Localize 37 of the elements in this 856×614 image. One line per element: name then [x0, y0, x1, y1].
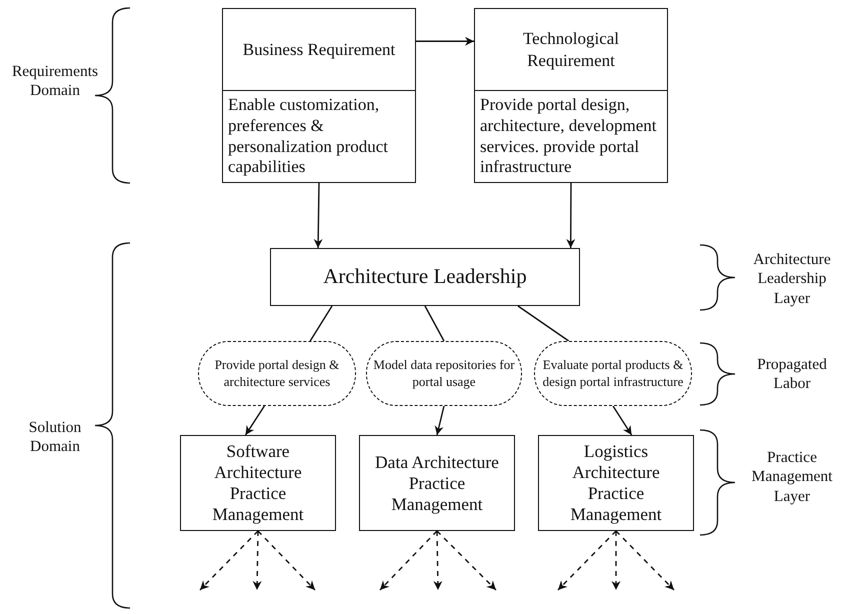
arrow: [258, 530, 316, 590]
box-description: Enable customization, preferences & personalization product capabilities: [227, 94, 390, 178]
arrow: [616, 530, 674, 590]
node-label: Data Architecture Practice Management: [374, 452, 500, 514]
box-description: Provide portal design, architecture, development services. provide portal infrastructure: [479, 94, 658, 178]
arrow: [380, 530, 438, 590]
arrow: [314, 183, 323, 248]
requirement-box: [222, 8, 416, 183]
arrow: [434, 406, 445, 436]
arrow: [244, 406, 265, 436]
requirement-box: [474, 8, 668, 183]
layer-label: Propagated Labor: [756, 355, 828, 394]
practice-box: [180, 435, 336, 531]
box-heading: Business Requirement: [223, 9, 415, 92]
arrow: [200, 530, 258, 590]
arrow: [612, 531, 620, 590]
layer-label: Requirements Domain: [10, 62, 100, 101]
node-label: Logistics Architecture Practice Management: [569, 441, 663, 525]
box-heading: Technological Requirement: [475, 9, 667, 92]
layer-label: Architecture Leadership Layer: [752, 250, 832, 308]
arrow: [558, 530, 616, 590]
arrow: [566, 183, 576, 248]
practice-box: [538, 435, 694, 531]
arrow: [436, 530, 496, 590]
arrow: [416, 36, 474, 46]
node-label: Software Architecture Practice Management: [211, 441, 305, 525]
node-label: Model data repositories for portal usage: [372, 357, 516, 390]
leadership-box: [270, 248, 580, 306]
node-label: Provide portal design & architecture services: [214, 357, 340, 390]
layer-label: Solution Domain: [28, 418, 82, 457]
arrow: [252, 530, 262, 590]
practice-box: [359, 435, 515, 531]
layer-label: Practice Management Layer: [750, 448, 834, 506]
arrow: [433, 530, 442, 590]
node-label: Evaluate portal products & design portal infrastructure: [542, 357, 684, 390]
arrow: [612, 406, 632, 436]
node-label: Architecture Leadership: [322, 264, 528, 290]
